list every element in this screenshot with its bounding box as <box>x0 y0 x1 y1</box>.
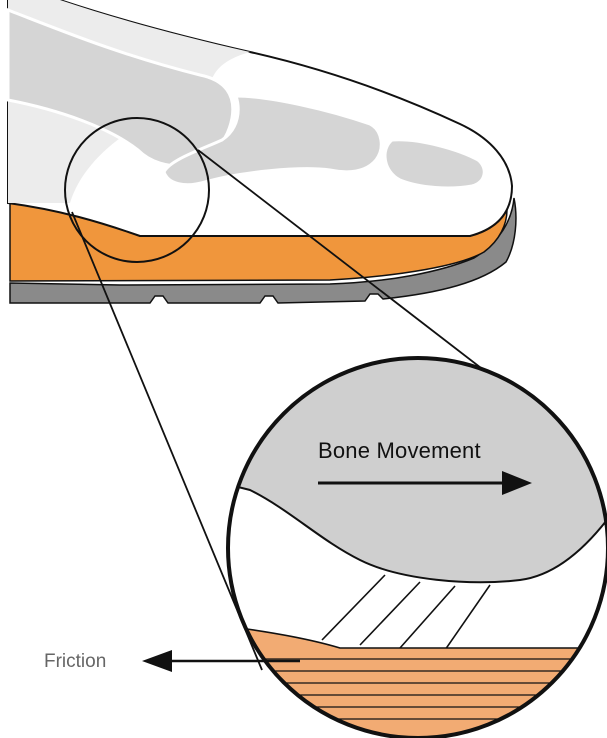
friction-label: Friction <box>44 651 106 673</box>
zoom-detail <box>210 330 607 738</box>
shoe-illustration <box>8 0 516 303</box>
bone-movement-label: Bone Movement <box>318 438 481 464</box>
